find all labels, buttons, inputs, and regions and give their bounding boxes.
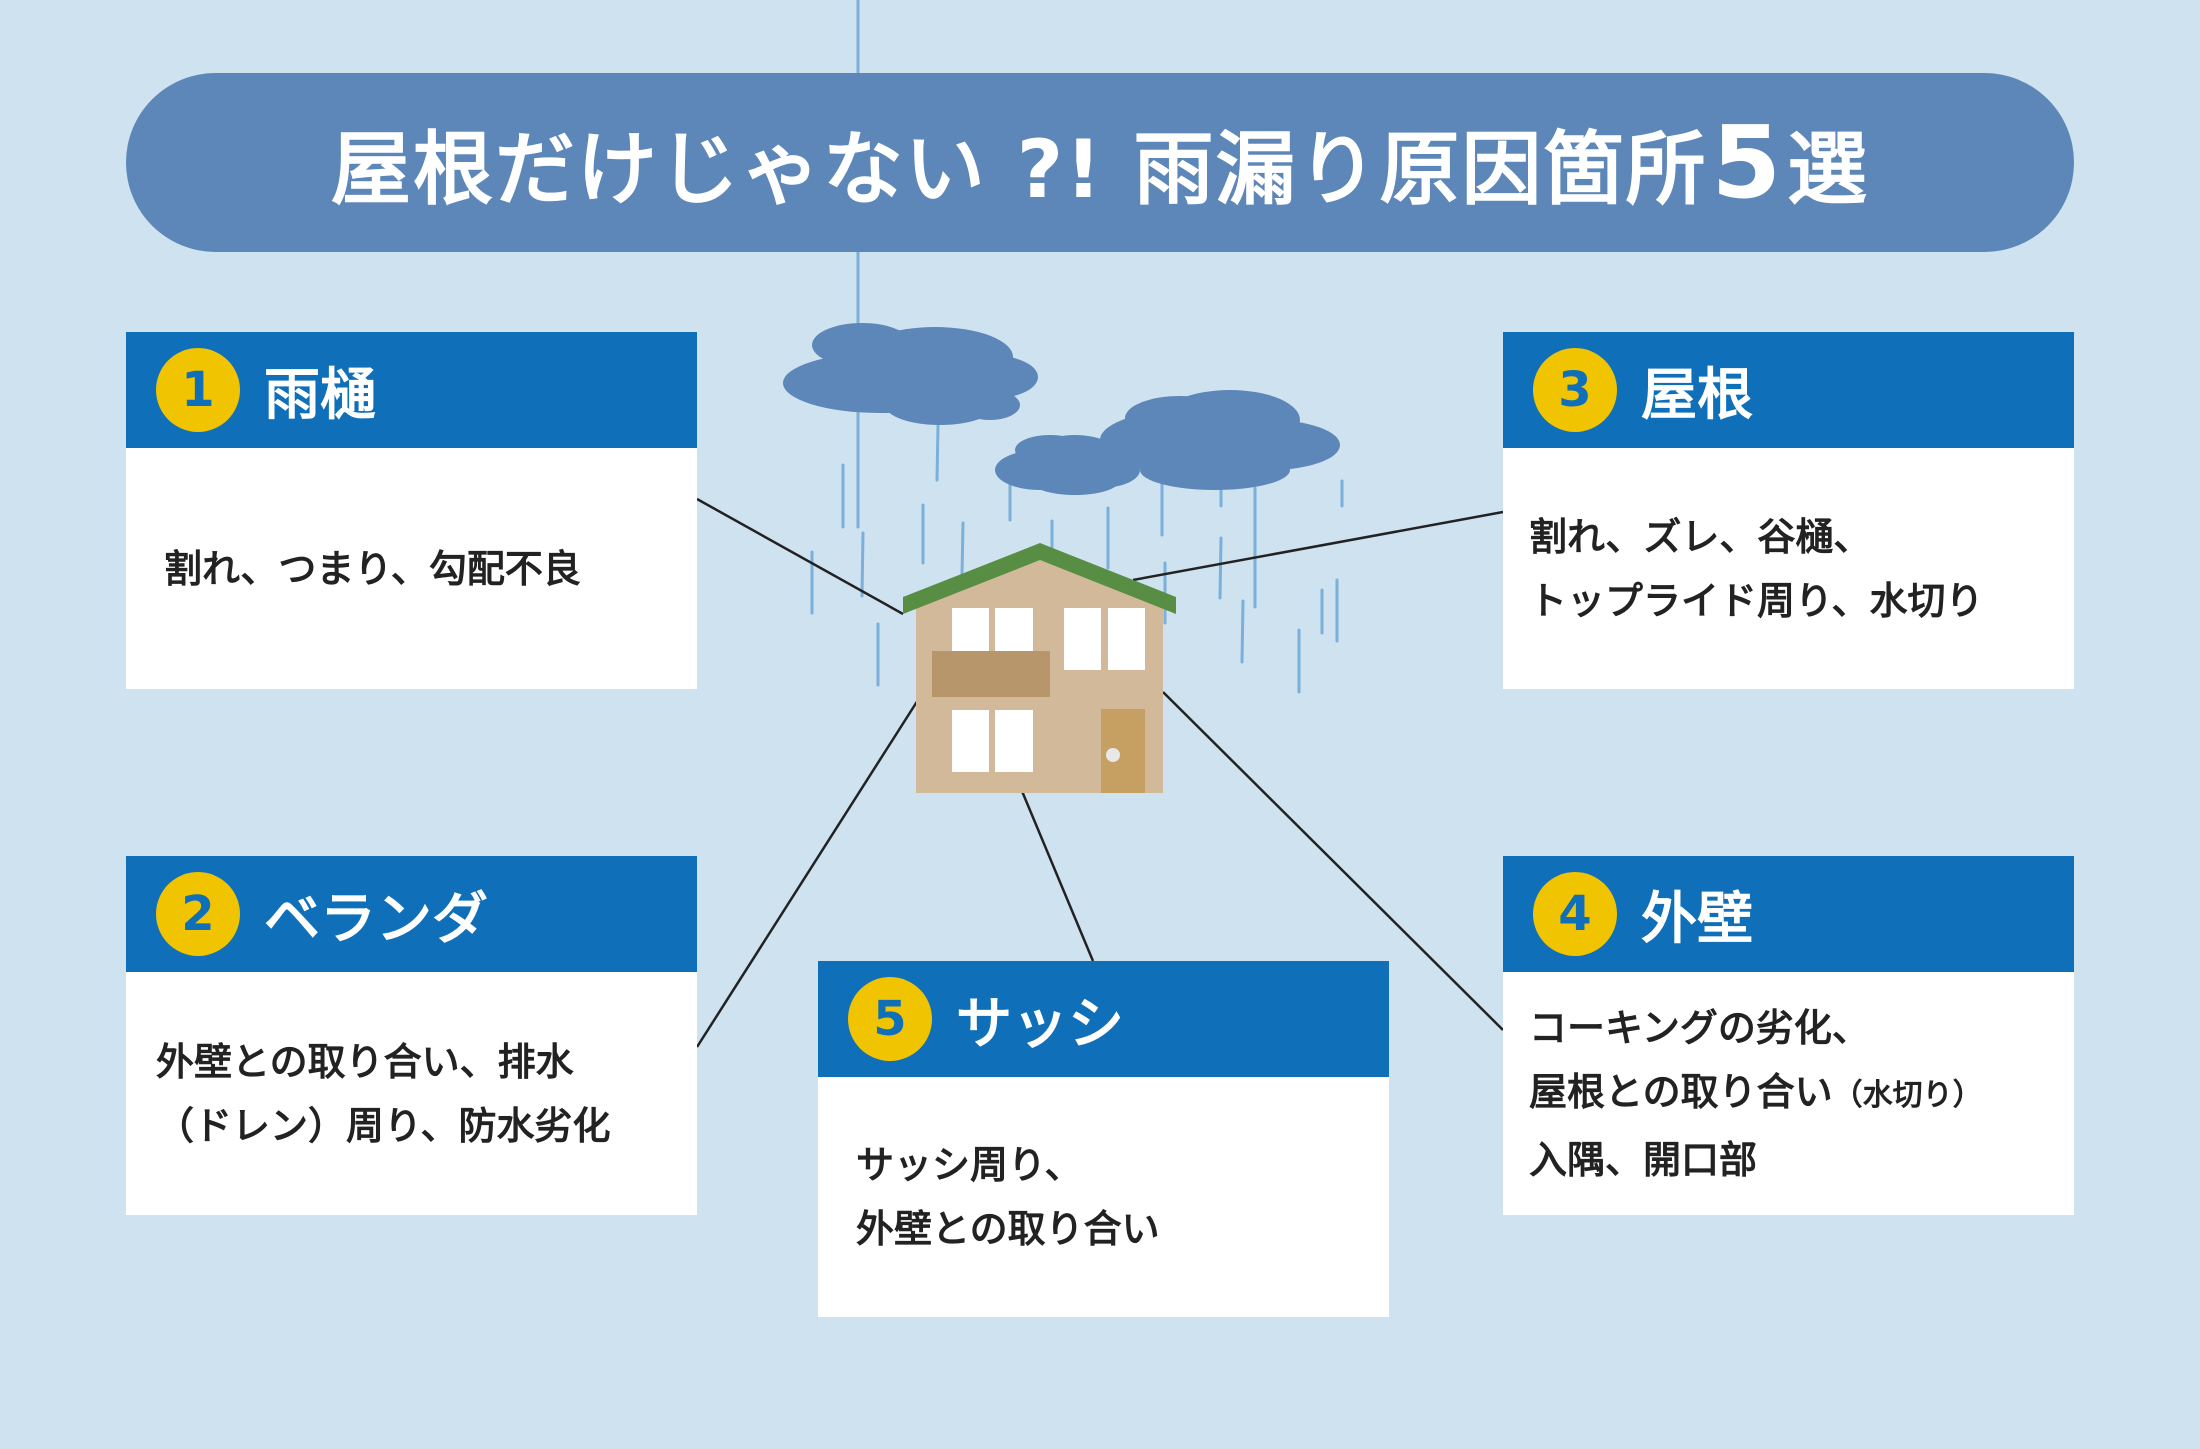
card-sash: 5 サッシ サッシ周り、外壁との取り合い (818, 961, 1389, 1317)
card-text: 割れ、ズレ、谷樋、 (1529, 514, 1872, 559)
card-text: トップライド周り、水切り (1529, 578, 1984, 623)
card-text: 外壁との取り合い、排水 (156, 1039, 574, 1084)
card-text: 割れ、つまり、勾配不良 (164, 546, 581, 591)
number-badge: 3 (1533, 348, 1617, 432)
card-text: 屋根との取り合い (1529, 1069, 1833, 1114)
card-text: 入隅、開口部 (1529, 1137, 1758, 1182)
card-text: （ドレン）周り、防水劣化 (156, 1103, 611, 1148)
number-badge: 1 (156, 348, 240, 432)
cloud-medium (1100, 390, 1340, 490)
card-gutter: 1 雨樋 割れ、つまり、勾配不良 (126, 332, 697, 689)
card-label: サッシ (956, 991, 1124, 1057)
card-veranda: 2 ベランダ 外壁との取り合い、排水 （ドレン）周り、防水劣化 (126, 856, 697, 1215)
title-number: 5 (1711, 104, 1784, 221)
page-title: 屋根だけじゃない ?! 雨漏り原因箇所 5 選 (126, 73, 2074, 252)
leader-lines (695, 497, 1504, 1048)
card-text-note: （水切り） (1832, 1077, 1983, 1113)
card-roof: 3 屋根 割れ、ズレ、谷樋、トップライド周り、水切り (1503, 332, 2074, 689)
card-text: コーキングの劣化、 (1529, 1005, 1870, 1050)
number-badge: 2 (156, 872, 240, 956)
cloud-small (995, 435, 1140, 495)
title-text: 屋根だけじゃない ?! 雨漏り原因箇所 (330, 122, 1708, 216)
card-label: 外壁 (1641, 886, 1753, 952)
title-suffix: 選 (1787, 122, 1870, 216)
number-badge: 5 (848, 977, 932, 1061)
house (903, 543, 1176, 793)
number-badge: 4 (1533, 872, 1617, 956)
card-wall: 4 外壁 コーキングの劣化、 屋根との取り合い（水切り） 入隅、開口部 (1503, 856, 2074, 1215)
card-label: 屋根 (1641, 362, 1753, 428)
card-text: サッシ周り、 (856, 1143, 1083, 1187)
card-text: 外壁との取り合い (856, 1207, 1160, 1251)
card-label: 雨樋 (264, 362, 376, 428)
card-label: ベランダ (264, 886, 488, 952)
cloud-large (783, 323, 1038, 425)
